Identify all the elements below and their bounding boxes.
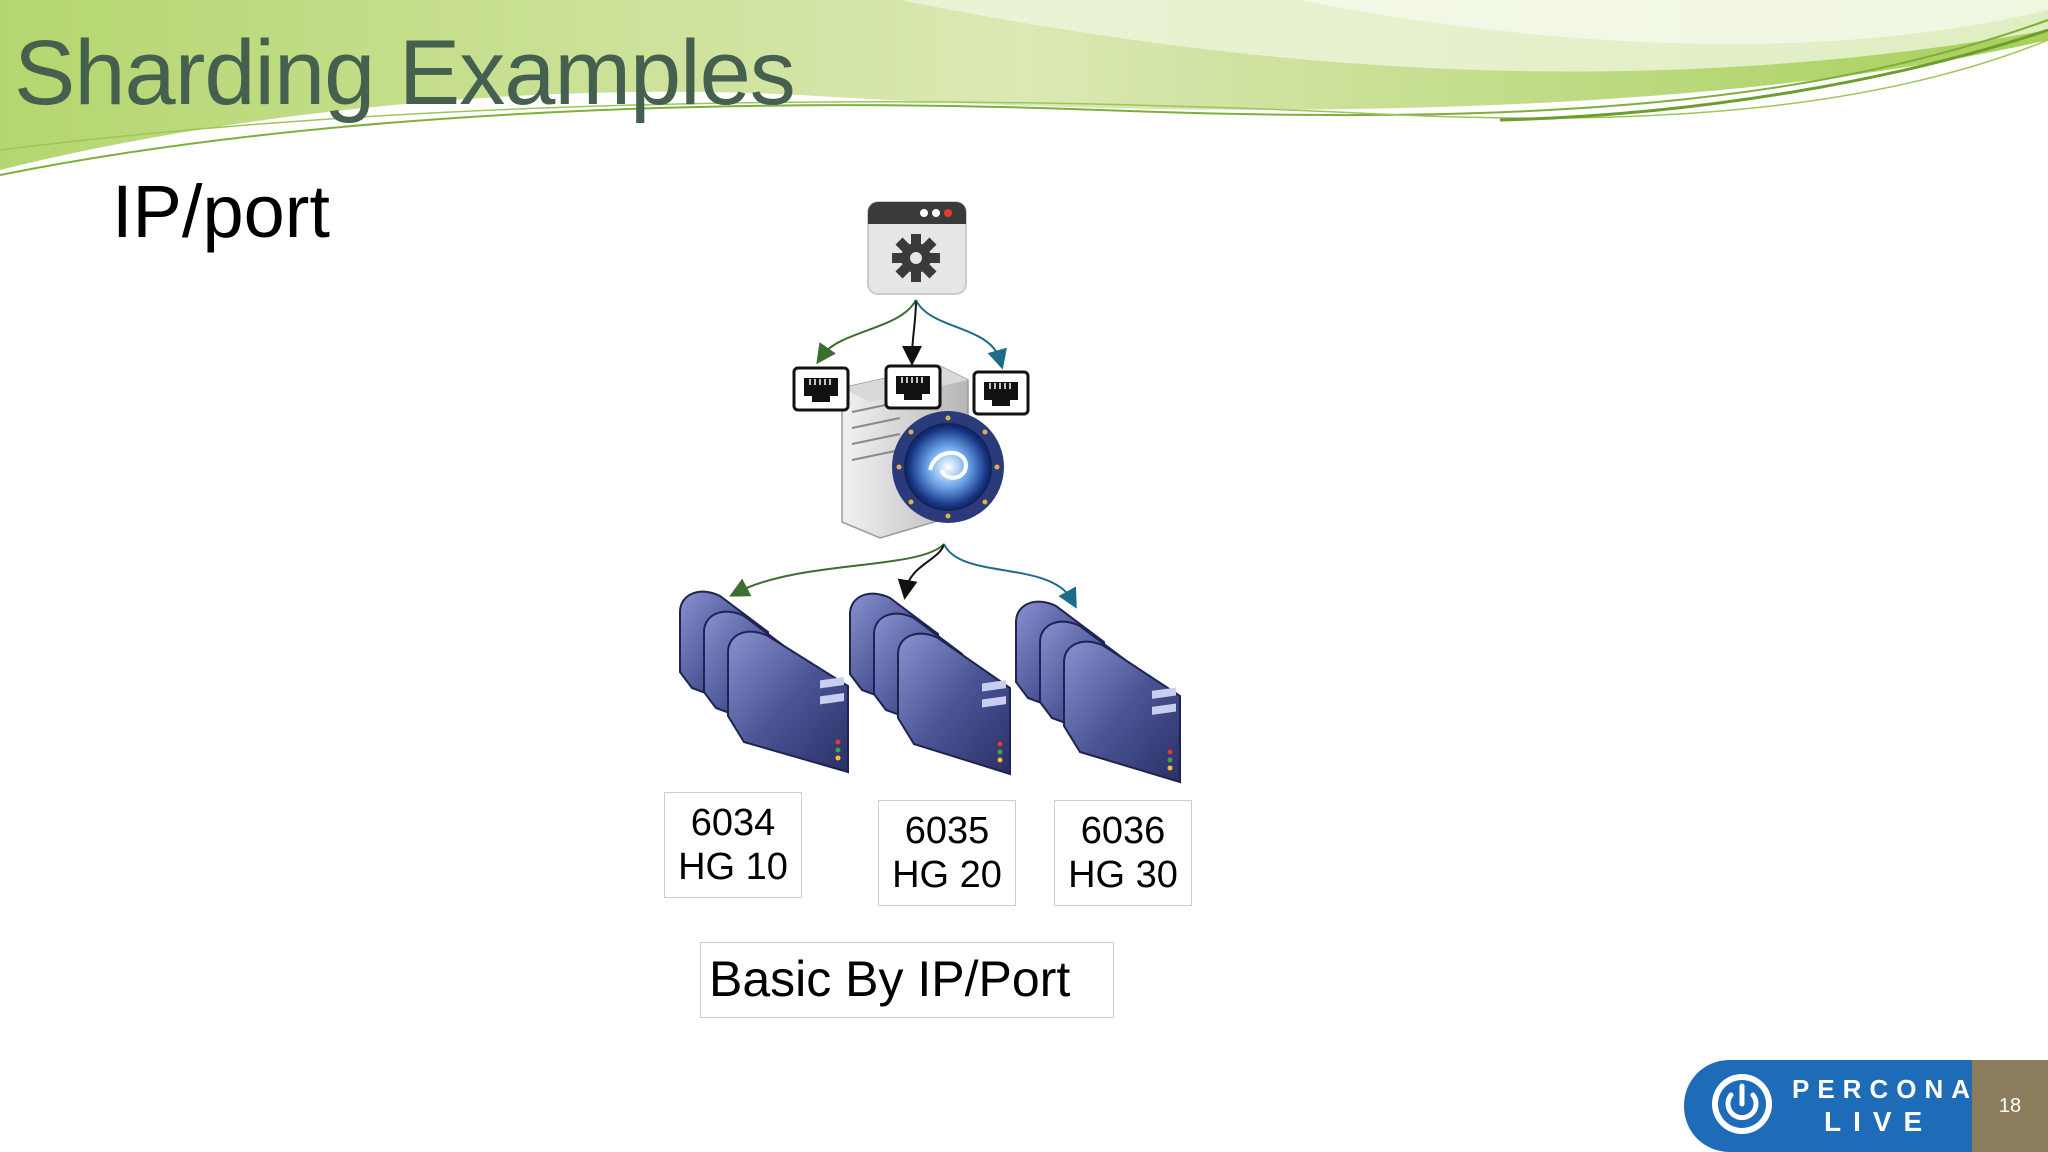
database-server-cluster-3	[1015, 600, 1181, 784]
port-number: 6034	[690, 802, 776, 844]
hostgroup-name: HG 10	[678, 846, 788, 888]
percona-live-logo	[1684, 1060, 1972, 1152]
server-group-label-2: 6035 HG 20	[878, 800, 1016, 906]
logo-text-line1: PERCONA	[1792, 1074, 1979, 1104]
database-server-cluster-2	[849, 592, 1011, 776]
slide-subtitle: IP/port	[112, 170, 330, 253]
server-group-label-3: 6036 HG 30	[1054, 800, 1192, 906]
port-number: 6036	[1080, 810, 1166, 852]
slide-title: Sharding Examples	[14, 22, 796, 124]
header-swoosh	[0, 0, 2048, 176]
logo-text-line2: LIVE	[1824, 1106, 1935, 1137]
database-server-cluster-1	[679, 590, 849, 774]
diagram-caption: Basic By IP/Port	[700, 942, 1114, 1018]
hostgroup-name: HG 20	[892, 854, 1002, 896]
page-number: 18	[1972, 1060, 2048, 1152]
ethernet-port-icon	[792, 366, 850, 412]
ethernet-port-icon	[884, 364, 942, 410]
server-group-label-1: 6034 HG 10	[664, 792, 802, 898]
power-icon	[1725, 1083, 1759, 1121]
hostgroup-name: HG 30	[1068, 854, 1178, 896]
port-number: 6035	[904, 810, 990, 852]
gear-window-icon	[867, 201, 967, 295]
ethernet-port-icon	[972, 370, 1030, 416]
